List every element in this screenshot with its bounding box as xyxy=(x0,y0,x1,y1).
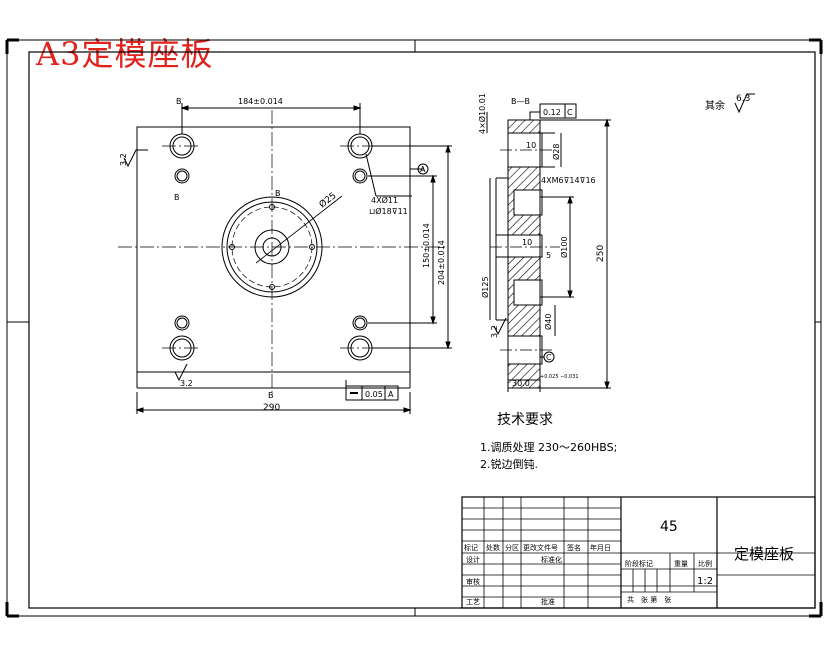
section-title: B—B xyxy=(511,97,530,106)
tech-req-heading: 技术要求 xyxy=(497,412,553,428)
tb-sign: 签名 xyxy=(567,543,581,552)
thread-note: 4XM6⊽14⊽16 xyxy=(541,176,596,185)
tech-req-item-2: 2.锐边倒钝. xyxy=(480,457,538,471)
roughness-bottom: 3.2 xyxy=(180,379,193,388)
section-mark-b-top: B xyxy=(176,97,182,106)
section-view xyxy=(486,103,611,392)
tolerance-datum: C xyxy=(567,108,573,117)
tb-doc-no: 更改文件号 xyxy=(523,543,558,552)
dim-30: 30.0 xyxy=(512,379,530,388)
front-view xyxy=(118,103,452,414)
drawing-frame xyxy=(5,38,823,618)
flatness-datum: A xyxy=(388,390,394,399)
title-block-labels: 标记 处数 分区 更改文件号 签名 年月日 设计 标准化 阶段标记 重量 比例 … xyxy=(464,519,794,606)
roughness-section: 3.2 xyxy=(490,325,499,338)
dim-250: 250 xyxy=(596,245,606,262)
roughness-left: 3.2 xyxy=(119,153,128,166)
tb-stage-mark: 阶段标记 xyxy=(625,559,653,568)
tb-standardize: 标准化 xyxy=(541,555,562,564)
hole-note-diameter: 4XØ11 xyxy=(371,195,398,205)
tb-mark: 标记 xyxy=(464,543,478,552)
dim-top-holes: 4×Ø10.01 xyxy=(477,93,487,134)
dim-10-middle: 10 xyxy=(522,238,532,247)
flatness-value: 0.05 xyxy=(365,390,383,399)
dim-150: 150±0.014 xyxy=(422,223,431,268)
dim-290: 290 xyxy=(263,403,280,413)
dim-184: 184±0.014 xyxy=(238,97,283,106)
datum-c-label: C xyxy=(546,353,552,362)
dim-5: 5 xyxy=(546,251,551,260)
tolerance-value: 0.12 xyxy=(543,108,561,117)
surface-finish-label: 其余 xyxy=(705,99,725,112)
dim-10-top: 10 xyxy=(526,141,536,150)
dim-125: Ø125 xyxy=(480,276,490,298)
section-view-labels: B—B 0.12 C 4×Ø10.01 Ø28 10 4XM6⊽14⊽16 10… xyxy=(477,93,606,388)
surface-finish-value: 6.3 xyxy=(736,94,750,104)
hole-note-counterbore: ⊔Ø18⊽11 xyxy=(369,206,408,216)
technical-requirements: 技术要求 1.调质处理 230～260HBS; 2.锐边倒钝. xyxy=(480,412,617,471)
section-mark-b-bottom: B xyxy=(268,391,274,400)
front-view-labels: B B B B 184±0.014 290 150±0.014 204±0.01… xyxy=(119,97,446,413)
sheet-title: A3定模座板 xyxy=(36,35,214,73)
dim-30-tolerance: +0.025 −0.031 xyxy=(540,374,579,380)
dim-40: Ø40 xyxy=(543,314,553,330)
tb-design: 设计 xyxy=(466,555,480,564)
tb-material: 45 xyxy=(660,519,678,535)
locating-ring-circles xyxy=(221,196,323,298)
tb-date: 年月日 xyxy=(590,543,611,552)
dim-28: Ø28 xyxy=(551,144,561,160)
title-block xyxy=(461,496,816,609)
tb-approve: 批准 xyxy=(541,597,555,606)
tb-sheets: 共 张 第 张 xyxy=(627,595,671,604)
tb-part-name: 定模座板 xyxy=(734,545,794,563)
tb-ratio: 比例 xyxy=(698,559,712,568)
tb-process: 工艺 xyxy=(466,598,480,606)
tech-req-item-1: 1.调质处理 230～260HBS; xyxy=(480,441,617,454)
section-mark-b-center: B xyxy=(275,189,281,198)
datum-a-label: A xyxy=(420,165,426,174)
section-mark-b-left: B xyxy=(174,193,180,202)
tb-review: 审核 xyxy=(466,577,480,586)
dim-204: 204±0.014 xyxy=(437,240,446,285)
surface-finish-note: 其余 6.3 xyxy=(705,93,755,114)
tb-count: 处数 xyxy=(486,543,500,552)
tb-zone: 分区 xyxy=(505,543,519,552)
tb-scale: 1:2 xyxy=(697,576,713,587)
tb-weight: 重量 xyxy=(674,560,688,568)
dim-100: Ø100 xyxy=(559,236,569,258)
